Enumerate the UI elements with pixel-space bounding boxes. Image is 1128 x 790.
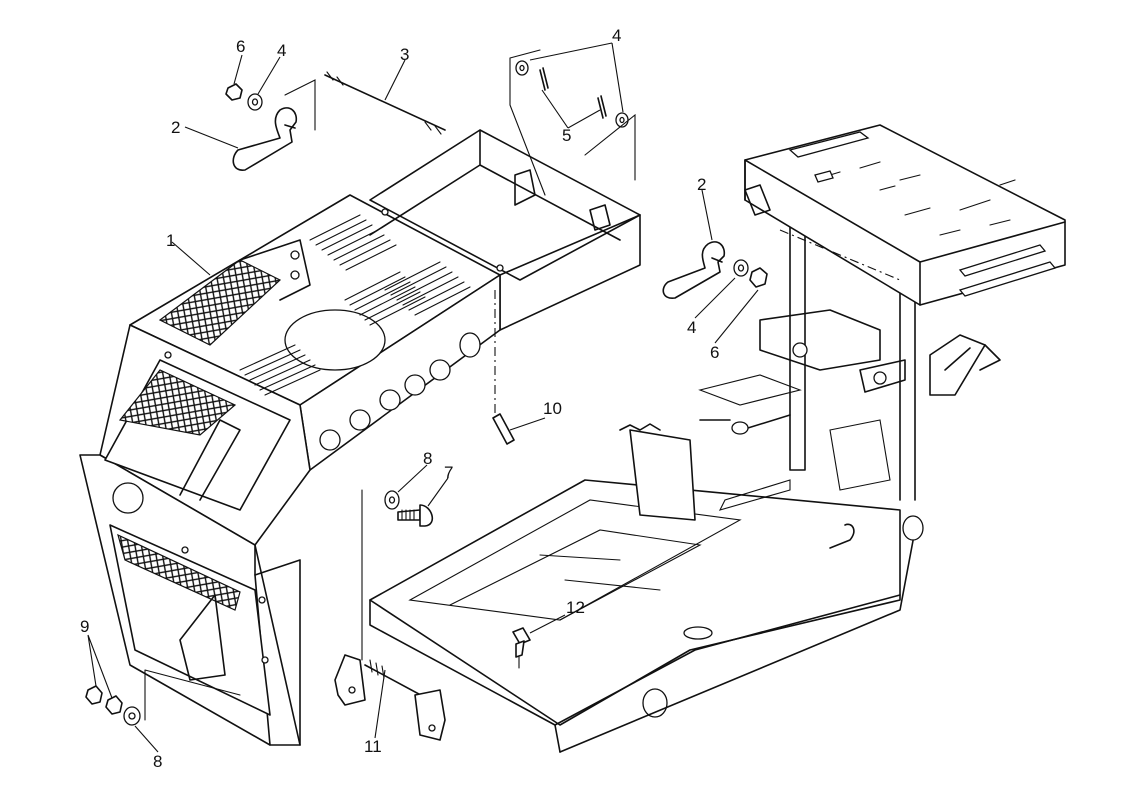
latch-left xyxy=(232,107,298,171)
callout-leaders xyxy=(87,42,759,753)
nut-icon xyxy=(85,685,103,705)
callout-nut-right: 6 xyxy=(710,343,719,362)
latch-right xyxy=(662,241,726,299)
cotter-pin-icon xyxy=(539,67,549,91)
callout-hood: 1 xyxy=(166,231,175,250)
callout-washer-right: 4 xyxy=(687,318,696,337)
spring-rod-assembly xyxy=(334,654,446,741)
nut-icon xyxy=(749,267,768,288)
rod xyxy=(324,74,446,131)
callout-bolt: 7 xyxy=(444,463,453,482)
chassis-frame xyxy=(369,124,1066,753)
callout-washer-bottom: 8 xyxy=(153,752,162,771)
callout-cotter-pin: 5 xyxy=(562,126,571,145)
callout-washer-top-right: 4 xyxy=(612,26,621,45)
callout-latch-right: 2 xyxy=(697,175,706,194)
nut-icon xyxy=(225,83,243,101)
callout-washer-bolt: 8 xyxy=(423,449,432,468)
callout-latch-left: 2 xyxy=(171,118,180,137)
hood-assembly xyxy=(79,129,641,746)
callout-rod: 3 xyxy=(400,45,409,64)
callout-fitting: 12 xyxy=(566,598,585,617)
callout-washer-top-left: 4 xyxy=(277,41,286,60)
bolt-icon xyxy=(397,504,434,527)
nut-icon xyxy=(105,695,123,715)
callout-nut-bottom: 9 xyxy=(80,617,89,636)
callout-spring-pin: 10 xyxy=(543,399,562,418)
fitting-icon xyxy=(512,627,531,669)
hood-vent-slots xyxy=(239,214,471,396)
cotter-pin-icon xyxy=(597,95,607,119)
callout-spring-rod: 11 xyxy=(364,737,382,756)
spring-pin-icon xyxy=(492,413,515,445)
callout-nut-top-left: 6 xyxy=(236,37,245,56)
